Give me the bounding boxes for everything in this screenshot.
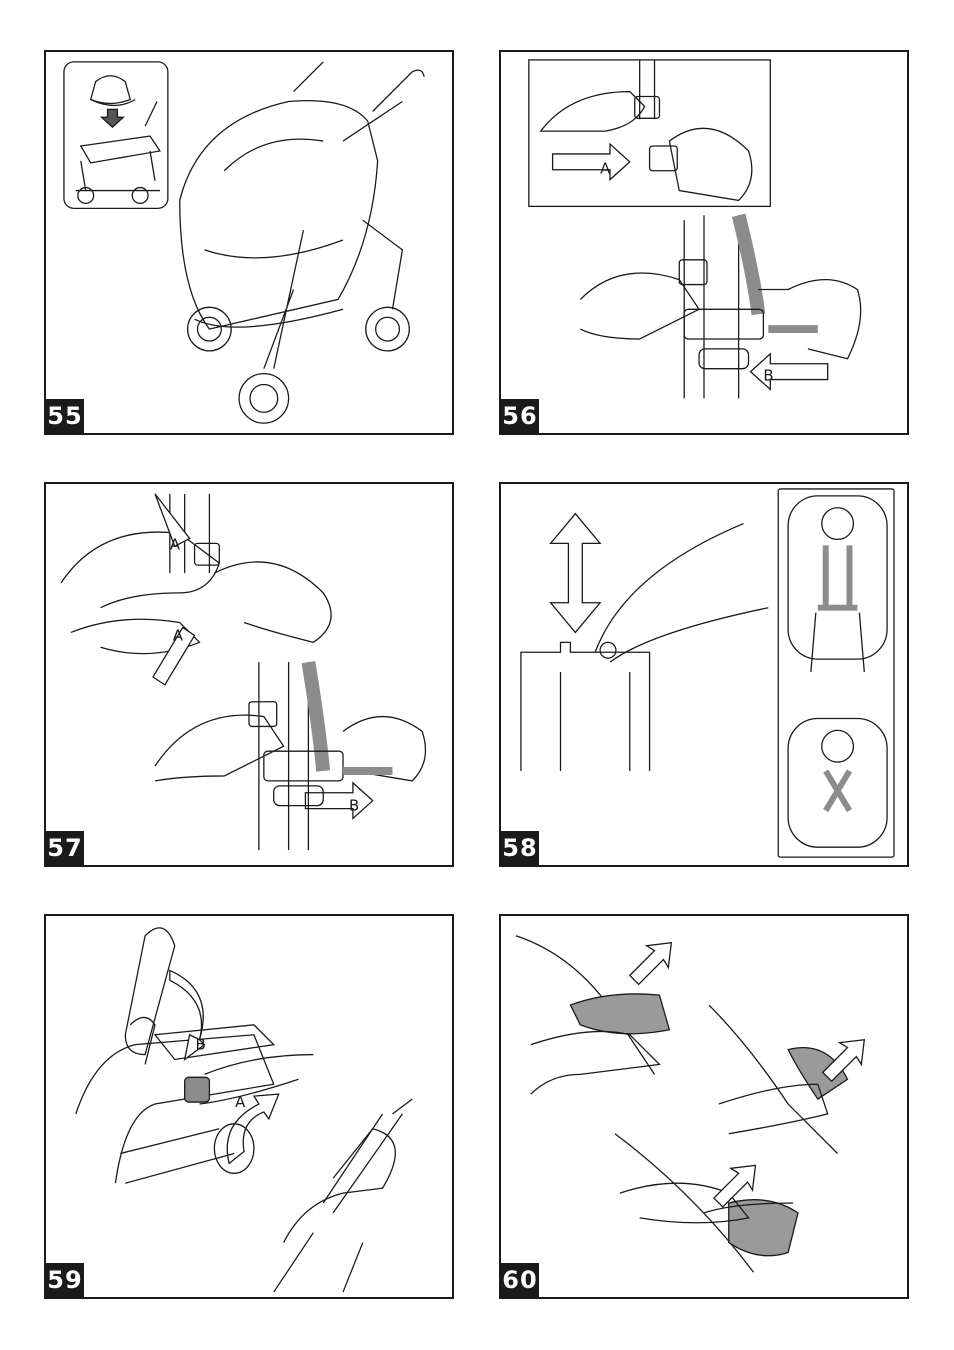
step-number: 60 <box>501 1263 539 1297</box>
step-56-panel: A B 56 <box>499 50 909 435</box>
step-58-panel: 58 <box>499 482 909 867</box>
label-a: A <box>235 1094 246 1111</box>
step-number: 56 <box>501 399 539 433</box>
label-a: A <box>600 161 611 178</box>
label-b: B <box>196 1037 206 1054</box>
label-a-top: A <box>170 536 181 553</box>
stroller-rain-cover-illustration <box>46 52 452 433</box>
step-number: 58 <box>501 831 539 865</box>
step-number: 55 <box>46 399 84 433</box>
step-number: 59 <box>46 1263 84 1297</box>
label-b: B <box>763 368 773 385</box>
step-59-panel: B A 59 <box>44 914 454 1299</box>
harness-buckle-connect-illustration: A B <box>501 52 907 433</box>
label-b: B <box>349 798 359 815</box>
seat-recline-illustration: B A <box>46 916 452 1297</box>
label-a-bottom: A <box>173 627 184 644</box>
step-number: 57 <box>46 831 84 865</box>
step-60-panel: 60 <box>499 914 909 1299</box>
step-55-panel: 55 <box>44 50 454 435</box>
seat-pocket-access-illustration <box>501 916 907 1297</box>
shoulder-strap-height-illustration <box>501 484 907 865</box>
step-57-panel: A A B 57 <box>44 482 454 867</box>
harness-buckle-release-illustration: A A B <box>46 484 452 865</box>
